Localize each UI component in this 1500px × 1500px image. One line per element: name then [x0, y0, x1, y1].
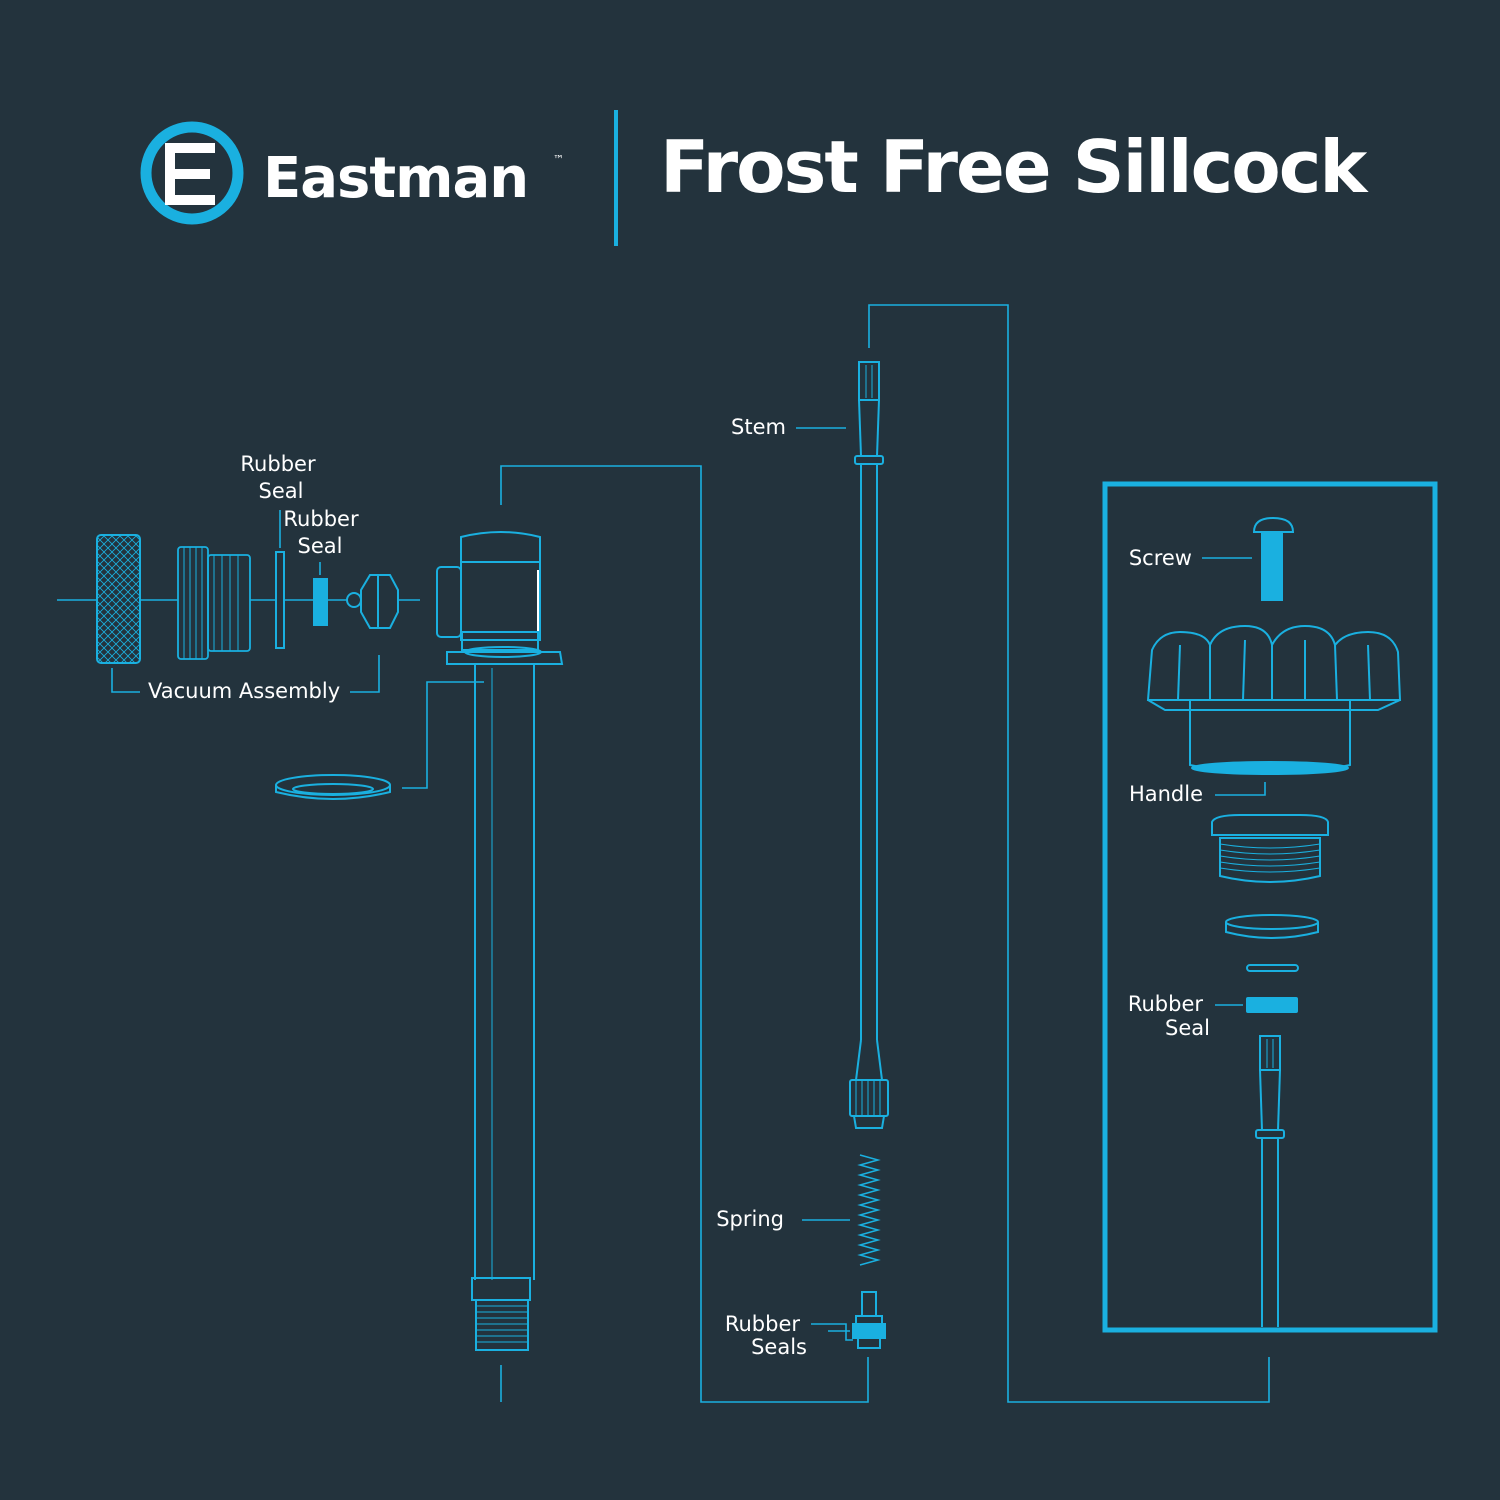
vacuum-breaker-cap — [96, 534, 141, 664]
label-leaders — [111, 427, 1266, 1341]
stem-rod — [849, 361, 889, 1129]
label-rubber-seal-3-line2: Seal — [1165, 1016, 1210, 1040]
brand-logo: Eastman ™ — [140, 121, 564, 225]
label-handle: Handle — [1129, 782, 1203, 806]
o-ring — [1246, 964, 1299, 972]
vacuum-poppet — [346, 574, 399, 629]
stem-detail — [1255, 1035, 1285, 1327]
rubber-seal-thin — [275, 551, 285, 649]
label-spring: Spring — [716, 1207, 784, 1231]
trademark-symbol: ™ — [553, 153, 564, 166]
part-labels: Rubber Seal Rubber Seal Vacuum Assembly … — [148, 415, 1210, 1359]
label-rubber-seals-line1: Rubber — [725, 1312, 801, 1336]
handle — [1146, 624, 1402, 775]
label-rubber-seals-line2: Seals — [751, 1335, 807, 1359]
screw — [1252, 516, 1295, 601]
label-screw: Screw — [1129, 546, 1192, 570]
label-rubber-seal-3-line1: Rubber — [1128, 992, 1204, 1016]
label-stem: Stem — [731, 415, 786, 439]
label-rubber-seal-2-line2: Seal — [298, 534, 343, 558]
rubber-seals-washer-assembly — [852, 1291, 886, 1349]
connector-lines — [57, 304, 1270, 1403]
label-rubber-seal-1-line1: Rubber — [240, 452, 316, 476]
sillcock-body — [436, 531, 564, 1351]
brand-name: Eastman — [263, 146, 528, 211]
label-rubber-seal-2-line1: Rubber — [283, 507, 359, 531]
flange-washer — [275, 774, 391, 800]
rubber-seal-handle — [1246, 997, 1298, 1013]
eastman-e-logo-icon — [140, 121, 244, 225]
handle-detail-box — [1102, 481, 1438, 1333]
label-rubber-seal-1-line2: Seal — [259, 479, 304, 503]
threaded-adapter — [177, 546, 251, 660]
label-vacuum-assembly: Vacuum Assembly — [148, 679, 340, 703]
spring — [857, 1154, 881, 1266]
rubber-seal-solid — [313, 578, 328, 626]
bonnet-nut — [1211, 814, 1329, 883]
packing-washer — [1225, 914, 1319, 939]
page-title: Frost Free Sillcock — [660, 125, 1369, 209]
